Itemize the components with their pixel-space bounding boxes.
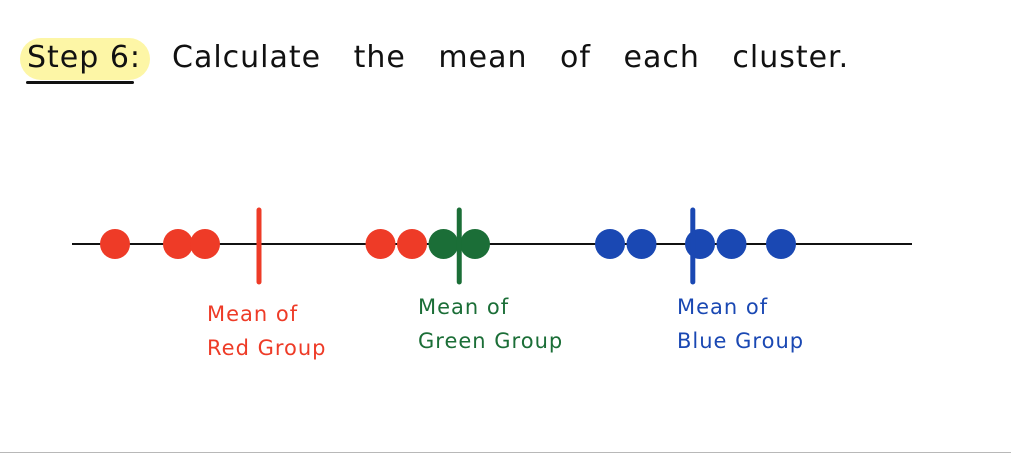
step-instruction: Calculate the mean of each cluster. bbox=[172, 40, 850, 75]
blue-point bbox=[716, 229, 747, 259]
red-mean-label: Mean of Red Group bbox=[207, 297, 327, 365]
step-underline bbox=[26, 81, 134, 84]
blue-point bbox=[626, 229, 657, 259]
green-mean-label-line1: Mean of bbox=[418, 295, 510, 319]
blue-point bbox=[766, 229, 796, 259]
green-point bbox=[460, 229, 490, 259]
red-point bbox=[397, 229, 427, 259]
step-label: Step 6: bbox=[27, 40, 142, 75]
step-highlight bbox=[20, 38, 150, 80]
blue-mean-label: Mean of Blue Group bbox=[677, 290, 804, 358]
red-point bbox=[163, 229, 193, 259]
cluster-marks bbox=[100, 207, 796, 285]
blue-point bbox=[685, 229, 715, 259]
green-mean-label: Mean of Green Group bbox=[418, 290, 563, 358]
bottom-divider bbox=[0, 452, 1011, 453]
red-point bbox=[190, 229, 220, 259]
red-mean-label-line2: Red Group bbox=[207, 336, 327, 360]
red-mean-label-line1: Mean of bbox=[207, 302, 299, 326]
blue-point bbox=[595, 229, 625, 259]
red-point bbox=[365, 229, 396, 259]
red-point bbox=[100, 229, 130, 259]
blue-mean-label-line2: Blue Group bbox=[677, 329, 805, 353]
green-point bbox=[428, 229, 459, 259]
green-mean-label-line2: Green Group bbox=[418, 329, 564, 353]
blue-mean-label-line1: Mean of bbox=[677, 295, 769, 319]
